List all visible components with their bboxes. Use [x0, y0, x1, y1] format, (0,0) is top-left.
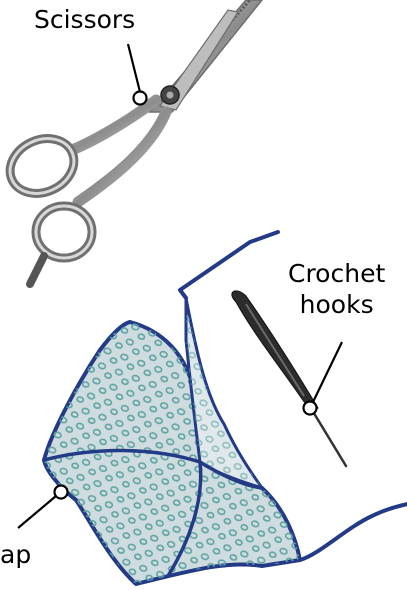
pointer-crochet-hooks	[304, 342, 343, 415]
label-scissors: Scissors	[34, 4, 135, 35]
pointer-cap	[18, 486, 68, 529]
pointer-scissors	[128, 44, 147, 105]
label-cap: ap	[0, 539, 31, 570]
label-crochet-hooks: Crochet hooks	[288, 258, 385, 320]
label-crochet-line2: hooks	[288, 289, 385, 320]
scissors-illustration	[1, 0, 262, 284]
label-crochet-line1: Crochet	[288, 258, 385, 289]
